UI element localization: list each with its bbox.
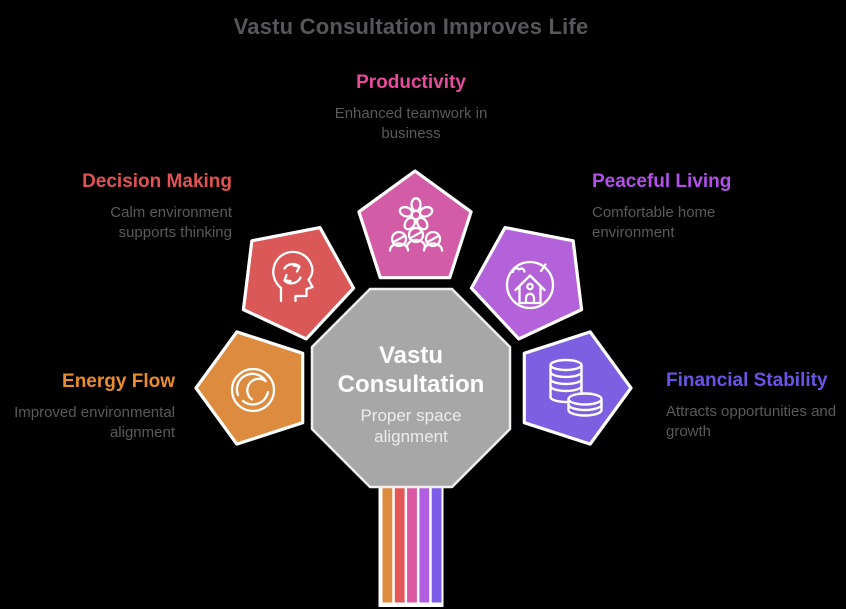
peaceful-living-heading: Peaceful Living	[592, 171, 732, 192]
energy-swirl-icon	[230, 367, 276, 413]
decision-making-pentagon	[241, 225, 356, 341]
coins-icon	[549, 358, 603, 417]
thinking-head-icon	[272, 250, 314, 303]
financial-stability-description: Attracts opportunities and growth	[666, 403, 837, 440]
financial-stability-pentagon	[522, 330, 633, 446]
financial-stability-heading: Financial Stability	[666, 370, 828, 391]
peaceful-living-pentagon	[469, 225, 584, 341]
ribbon-stripe-5	[431, 486, 442, 603]
energy-flow-label: Energy Flow Improved environmental align…	[0, 370, 175, 443]
energy-flow-pentagon	[194, 330, 305, 446]
page-title: Vastu Consultation Improves Life	[233, 14, 589, 39]
ribbon-stripe-1	[382, 486, 393, 603]
ribbon	[378, 482, 444, 607]
energy-flow-description: Improved environmental alignment	[14, 404, 175, 441]
productivity-description: Enhanced teamwork in business	[334, 105, 488, 142]
ribbon-stripe-4	[419, 486, 430, 603]
ribbon-stripe-3	[407, 486, 417, 603]
decision-making-heading: Decision Making	[82, 171, 232, 192]
teamwork-icon	[388, 197, 444, 252]
productivity-label: Productivity Enhanced teamwork in busine…	[306, 71, 516, 144]
ribbon-stripe-2	[394, 486, 405, 603]
center-label: Vastu Consultation Proper space alignmen…	[311, 341, 511, 447]
peaceful-living-description: Comfortable home environment	[592, 204, 716, 241]
productivity-heading: Productivity	[356, 72, 466, 93]
center-heading: Vastu Consultation	[337, 342, 485, 398]
peaceful-living-label: Peaceful Living Comfortable home environ…	[592, 170, 792, 243]
center-description: Proper space alignment	[360, 406, 462, 446]
decision-making-description: Calm environment supports thinking	[110, 204, 232, 241]
energy-flow-heading: Energy Flow	[62, 371, 175, 392]
decision-making-label: Decision Making Calm environment support…	[32, 170, 232, 243]
eco-home-icon	[505, 260, 555, 310]
financial-stability-label: Financial Stability Attracts opportuniti…	[666, 369, 846, 442]
center-octagon	[310, 287, 512, 489]
